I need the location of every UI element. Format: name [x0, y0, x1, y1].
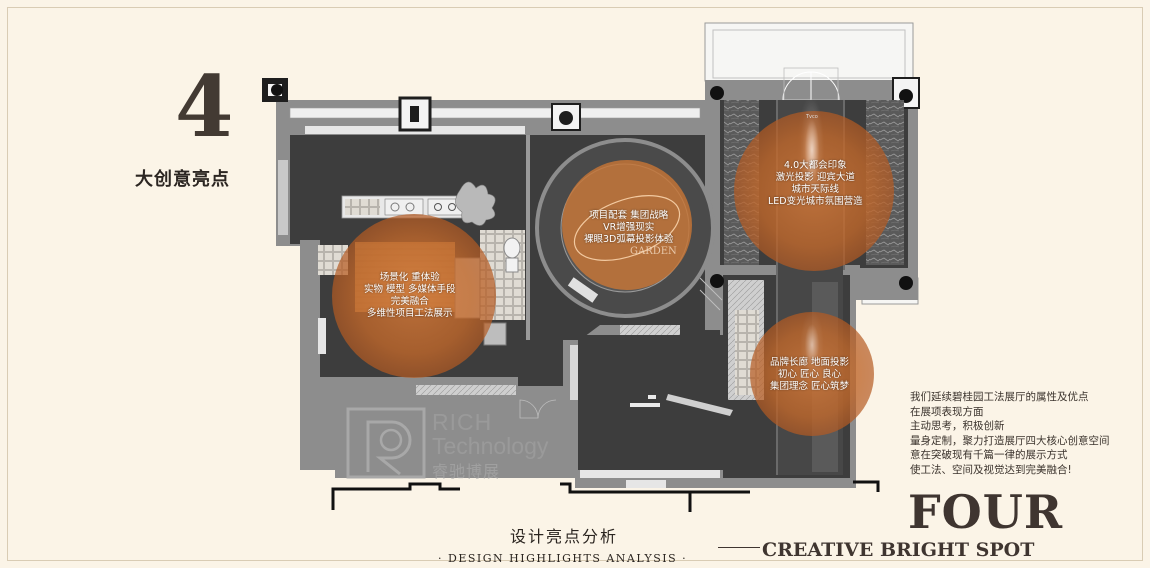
callout-line: 集团理念 匠心筑梦 — [770, 381, 850, 392]
callout-line: 多维性项目工法展示 — [367, 308, 453, 319]
divider-line — [718, 547, 760, 548]
description-line: 意在突破现有千篇一律的展示方式 — [910, 449, 1068, 462]
callout-city: 4.0大都会印象 激光投影 迎宾大道 城市天际线 LED变光城市氛围营造 — [768, 160, 863, 208]
callout-line: 裸眼3D弧幕投影体验 — [584, 234, 674, 245]
corner-title: FOUR — [908, 485, 1064, 539]
highlight-center — [562, 160, 692, 290]
callout-line: 场景化 重体验 — [379, 272, 440, 283]
logo-text-technology: Technology — [432, 433, 549, 459]
callout-line: 品牌长廊 地面投影 — [770, 357, 850, 368]
page-frame — [7, 7, 1143, 561]
callout-line: 项目配套 集团战略 — [589, 210, 669, 221]
highlight-scene — [332, 214, 496, 378]
callout-center: 项目配套 集团战略 VR增强现实 裸眼3D弧幕投影体验 — [584, 210, 673, 246]
logo-text-rich: RICH — [432, 409, 493, 435]
logo-text-cn: 睿驰博展 — [432, 462, 501, 481]
callout-line: 完美融合 — [390, 296, 429, 307]
logo-mark — [346, 407, 426, 479]
description-line: 主动思考，积极创新 — [910, 420, 1005, 433]
garden-text: GARDEN — [630, 246, 677, 257]
callout-line: 初心 匠心 良心 — [777, 369, 842, 380]
section-subtitle: 大创意亮点 — [135, 169, 230, 190]
callout-scene: 场景化 重体验 实物 模型 多媒体手段 完美融合 多维性项目工法展示 — [364, 272, 456, 320]
footer-title: 设计亮点分析 — [510, 527, 619, 546]
description-text: 我们延续碧桂园工法展厅的属性及优点 在展项表现方面 主动思考，积极创新 量身定制… — [910, 390, 1110, 478]
callout-line: LED变光城市氛围营造 — [768, 196, 863, 207]
tag-text: Tvco — [805, 114, 818, 120]
corner-subtitle: CREATIVE BRIGHT SPOT — [762, 539, 1035, 561]
callout-brand: 品牌长廊 地面投影 初心 匠心 良心 集团理念 匠心筑梦 — [770, 357, 849, 393]
description-line: 我们延续碧桂园工法展厅的属性及优点 — [910, 391, 1089, 403]
callout-line: 城市天际线 — [791, 184, 840, 195]
callout-line: VR增强现实 — [603, 222, 655, 233]
callout-line: 实物 模型 多媒体手段 — [364, 284, 456, 295]
footer-subtitle: · DESIGN HIGHLIGHTS ANALYSIS · — [438, 552, 688, 565]
callout-line: 4.0大都会印象 — [784, 160, 847, 171]
section-number: 4 — [175, 57, 234, 156]
callout-line: 激光投影 迎宾大道 — [775, 172, 855, 183]
description-line: 使工法、空间及视觉达到完美融合! — [910, 463, 1072, 476]
description-line: 量身定制，聚力打造展厅四大核心创意空间 — [910, 434, 1110, 447]
description-line: 在展项表现方面 — [910, 405, 984, 418]
